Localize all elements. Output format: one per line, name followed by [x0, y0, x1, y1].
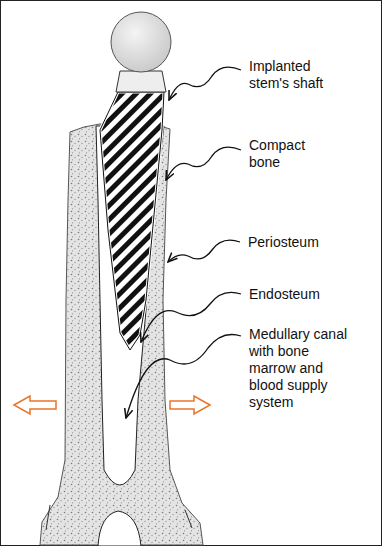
part-label: Medullary canal with bone marrow and blo…	[249, 326, 353, 411]
stem-shaft	[100, 92, 164, 350]
femoral-head	[111, 12, 171, 72]
stem-outline	[100, 92, 164, 350]
bone-notch	[98, 511, 141, 546]
leader-line	[169, 67, 241, 100]
leader-line	[168, 240, 240, 262]
part-label: Implanted stem's shaft	[249, 58, 349, 92]
part-label: Endosteum	[249, 286, 359, 303]
leader-line	[126, 335, 241, 419]
part-label: Compact bone	[249, 137, 319, 171]
stem-neck	[116, 71, 166, 92]
leader-line	[166, 147, 241, 180]
expansion-arrow	[14, 396, 56, 414]
bone-mark	[46, 505, 192, 530]
part-label: Periosteum	[248, 234, 358, 251]
expansion-arrow	[170, 396, 210, 414]
